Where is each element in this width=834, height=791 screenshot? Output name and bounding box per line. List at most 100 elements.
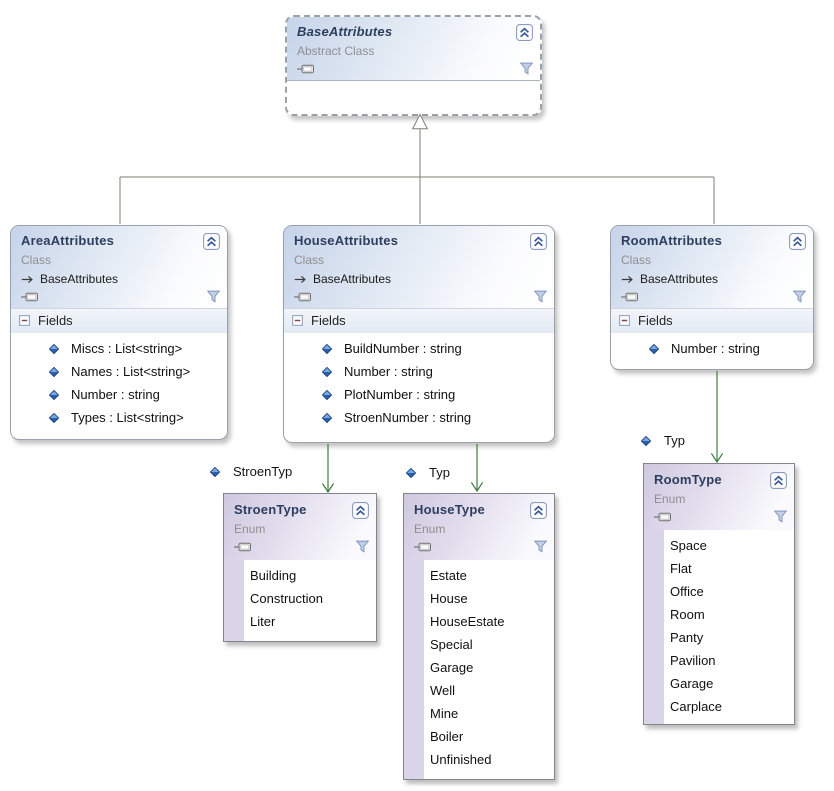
base-type-arrow-icon [621,275,634,284]
enum-member[interactable]: Garage [670,676,714,691]
association-label-typ-house[interactable]: Typ [406,465,450,481]
field-item[interactable]: StroenNumber : string [284,406,554,429]
enum-member[interactable]: Special [430,637,473,652]
collapse-button[interactable] [530,502,547,519]
class-box-baseattributes[interactable]: BaseAttributes Abstract Class [285,15,542,116]
connector-icon[interactable] [621,292,639,302]
field-diamond-icon [406,468,416,478]
field-item[interactable]: BuildNumber : string [284,337,554,360]
field-diamond-icon [322,390,332,400]
field-text: Miscs : List<string> [71,341,183,356]
association-label-typ-room[interactable]: Typ [641,433,685,449]
filter-icon[interactable] [793,290,806,303]
connector-icon[interactable] [414,542,432,552]
field-item[interactable]: Types : List<string> [11,406,227,429]
base-type-name: BaseAttributes [40,272,119,286]
collapse-button[interactable] [516,24,533,41]
filter-icon[interactable] [356,540,369,553]
enum-side-strip [644,530,664,724]
enum-title: HouseType [414,502,485,517]
filter-icon[interactable] [520,62,533,75]
fields-section-label: Fields [638,313,673,328]
enum-box-roomtype[interactable]: RoomType Enum Space Flat Office Room Pan… [643,463,795,725]
collapse-button[interactable] [352,502,369,519]
connector-icon[interactable] [294,292,312,302]
enum-member[interactable]: Mine [430,706,459,721]
filter-icon[interactable] [534,540,547,553]
class-header: BaseAttributes Abstract Class [287,17,540,80]
connector-icon[interactable] [21,292,39,302]
collapse-button[interactable] [789,233,806,250]
enum-member[interactable]: Pavilion [670,653,716,668]
field-diamond-icon [49,413,59,423]
enum-member[interactable]: Office [670,584,704,599]
enum-member[interactable]: Carplace [670,699,723,714]
filter-icon[interactable] [207,290,220,303]
field-item[interactable]: Number : string [11,383,227,406]
class-kind-label: Abstract Class [297,44,375,58]
fields-section-toggle[interactable]: Fields [11,308,227,333]
field-text: StroenNumber : string [344,410,472,425]
enum-member[interactable]: Construction [250,591,323,606]
enum-member[interactable]: Panty [670,630,704,645]
enum-header: RoomType Enum [644,464,794,530]
field-item[interactable]: Miscs : List<string> [11,337,227,360]
fields-section-label: Fields [38,313,73,328]
association-label-stroentyp[interactable]: StroenTyp [210,464,292,480]
enum-member[interactable]: Flat [670,561,692,576]
class-box-roomattributes[interactable]: RoomAttributes Class BaseAttributes Fiel… [610,225,814,370]
field-item[interactable]: Names : List<string> [11,360,227,383]
enum-header: HouseType Enum [404,494,554,560]
filter-icon[interactable] [774,510,787,523]
field-item[interactable]: PlotNumber : string [284,383,554,406]
inheritance-triangle-icon [411,113,429,130]
enum-member[interactable]: Space [670,538,707,553]
enum-title: RoomType [654,472,722,487]
enum-member[interactable]: Liter [250,614,276,629]
enum-member[interactable]: House [430,591,468,606]
field-text: Number : string [344,364,433,379]
fields-list: BuildNumber : string Number : string Plo… [284,333,554,437]
enum-member[interactable]: HouseEstate [430,614,505,629]
collapse-button[interactable] [770,472,787,489]
class-kind-label: Class [21,253,52,267]
enum-member[interactable]: Garage [430,660,474,675]
association-arrowhead-icon [710,453,724,464]
enum-kind-label: Enum [234,522,266,536]
enum-body: Building Construction Liter [224,560,376,641]
class-title: HouseAttributes [294,233,399,248]
field-item[interactable]: Number : string [611,337,813,360]
enum-member[interactable]: Estate [430,568,467,583]
field-diamond-icon [210,467,220,477]
enum-member-list: Building Construction Liter [244,560,376,641]
enum-member-list: Estate House HouseEstate Special Garage … [424,560,554,779]
enum-box-housetype[interactable]: HouseType Enum Estate House HouseEstate … [403,493,555,780]
class-title: RoomAttributes [621,233,723,248]
enum-title: StroenType [234,502,307,517]
association-arrowhead-icon [470,482,484,493]
connector-icon[interactable] [234,542,252,552]
fields-section-toggle[interactable]: Fields [611,308,813,333]
connector-icon[interactable] [297,64,315,74]
enum-member[interactable]: Boiler [430,729,464,744]
enum-body: Estate House HouseEstate Special Garage … [404,560,554,779]
fields-section-label: Fields [311,313,346,328]
class-box-areaattributes[interactable]: AreaAttributes Class BaseAttributes Fiel… [10,225,228,440]
minus-icon [292,315,303,326]
collapse-button[interactable] [203,233,220,250]
enum-box-stroentype[interactable]: StroenType Enum Building Construction Li… [223,493,377,642]
field-diamond-icon [49,344,59,354]
inheritance-connector [119,113,715,224]
class-box-houseattributes[interactable]: HouseAttributes Class BaseAttributes Fie… [283,225,555,443]
enum-side-strip [404,560,424,779]
field-text: Number : string [71,387,160,402]
enum-member[interactable]: Room [670,607,705,622]
connector-icon[interactable] [654,512,672,522]
enum-member[interactable]: Unfinished [430,752,492,767]
fields-section-toggle[interactable]: Fields [284,308,554,333]
filter-icon[interactable] [534,290,547,303]
field-item[interactable]: Number : string [284,360,554,383]
enum-member[interactable]: Well [430,683,456,698]
collapse-button[interactable] [530,233,547,250]
enum-member[interactable]: Building [250,568,297,583]
